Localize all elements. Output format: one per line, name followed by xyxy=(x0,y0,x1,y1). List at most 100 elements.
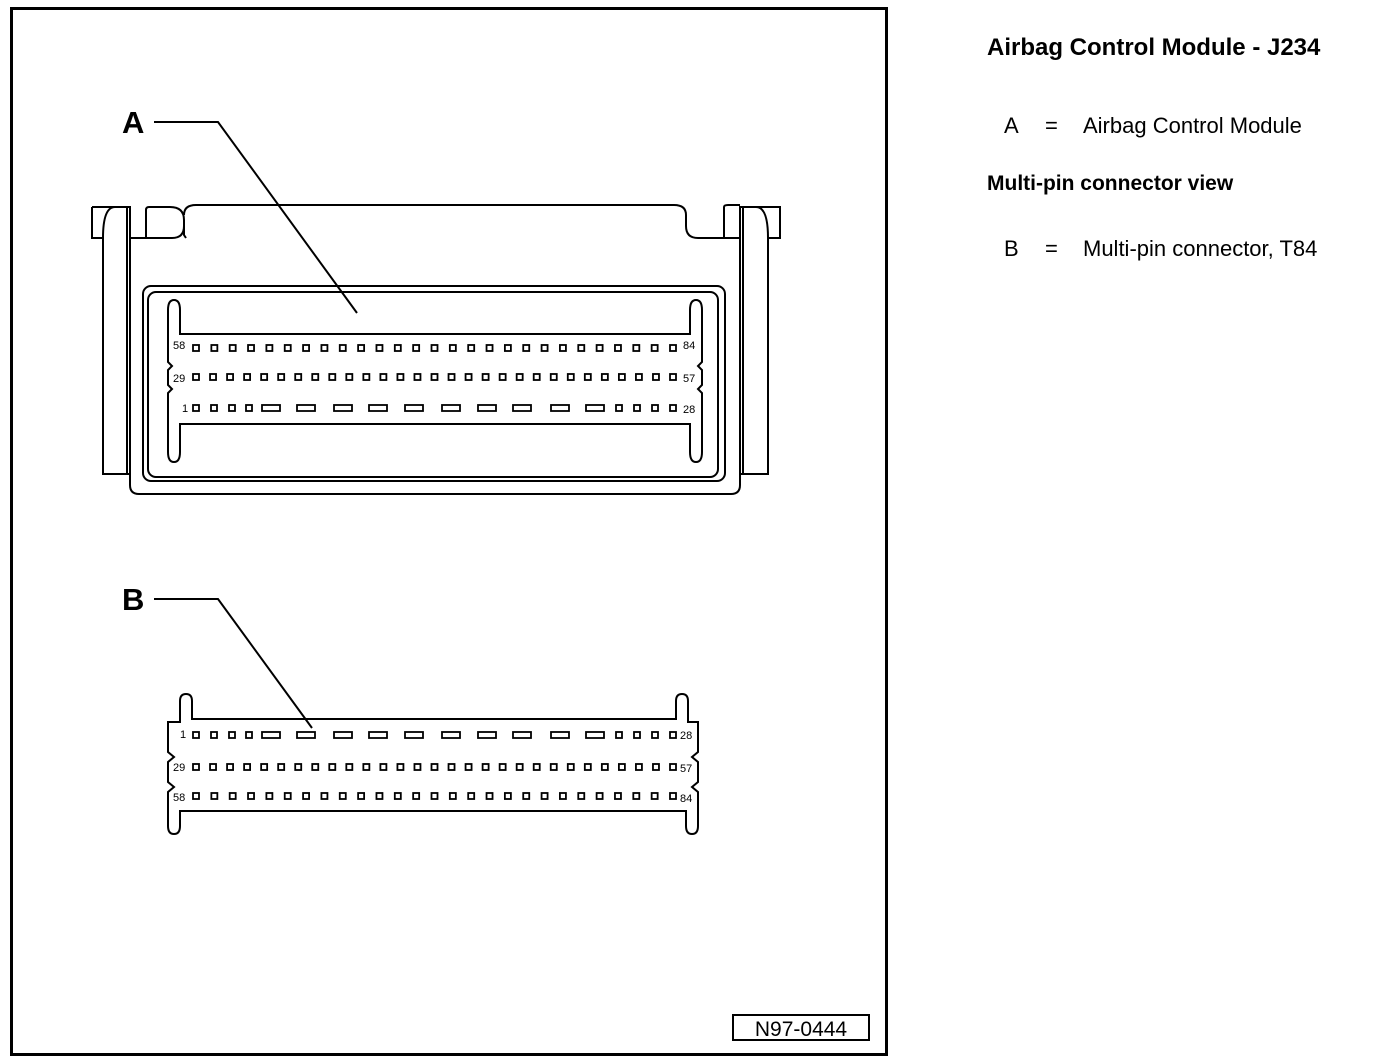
legend-key: A xyxy=(1004,113,1019,138)
pin xyxy=(393,792,402,800)
pin xyxy=(652,373,660,381)
pin xyxy=(669,792,677,800)
pin xyxy=(368,731,388,739)
pin xyxy=(532,373,541,381)
pin xyxy=(669,731,677,739)
pin-label: 1 xyxy=(182,403,188,415)
pin xyxy=(302,792,310,800)
pin xyxy=(632,792,641,800)
pin xyxy=(210,731,218,739)
pin xyxy=(448,344,457,352)
pin xyxy=(379,373,388,381)
pin xyxy=(635,763,643,771)
legend-key: B xyxy=(1004,236,1019,261)
pin xyxy=(503,792,512,800)
pin xyxy=(226,763,234,771)
pin xyxy=(379,763,388,771)
pin xyxy=(210,404,218,412)
pin xyxy=(192,763,200,771)
pin xyxy=(498,763,507,771)
pin xyxy=(635,373,643,381)
pin xyxy=(311,373,320,381)
pin xyxy=(481,373,490,381)
pin xyxy=(583,763,592,771)
pin xyxy=(540,792,549,800)
pin xyxy=(209,763,217,771)
pin xyxy=(447,373,456,381)
legend-title: Airbag Control Module - J234 xyxy=(987,34,1321,61)
pin xyxy=(566,763,575,771)
pin-label: 28 xyxy=(680,730,692,742)
pin-label: 84 xyxy=(683,340,695,352)
pin-label: 84 xyxy=(680,793,692,805)
pin xyxy=(617,373,626,381)
pin xyxy=(393,344,402,352)
pin xyxy=(652,763,660,771)
pin xyxy=(333,404,353,412)
pin xyxy=(192,792,200,800)
pin xyxy=(600,763,609,771)
pin xyxy=(192,731,200,739)
legend-description: Multi-pin connector, T84 xyxy=(1083,236,1318,261)
pin xyxy=(559,344,567,352)
legend-subtitle: Multi-pin connector view xyxy=(987,172,1234,195)
pin xyxy=(345,373,354,381)
callout-b-label: B xyxy=(122,582,145,617)
pin xyxy=(595,792,604,800)
pin xyxy=(522,792,531,800)
pin xyxy=(375,792,384,800)
pin xyxy=(261,404,281,412)
pin-label: 58 xyxy=(173,792,185,804)
pin xyxy=(412,792,421,800)
pin xyxy=(412,344,421,352)
pin xyxy=(651,404,659,412)
pin xyxy=(247,344,255,352)
pin xyxy=(477,404,497,412)
pin xyxy=(260,373,269,381)
pin xyxy=(228,731,236,739)
legend-equals: = xyxy=(1045,236,1058,261)
leader-line-b xyxy=(154,598,313,729)
pin xyxy=(549,763,558,771)
pin xyxy=(430,344,439,352)
pin xyxy=(345,763,354,771)
module-housing xyxy=(91,204,781,495)
pin xyxy=(228,792,237,800)
pin xyxy=(615,404,623,412)
pin xyxy=(338,344,347,352)
pin xyxy=(503,344,512,352)
pin xyxy=(243,763,252,771)
pin xyxy=(464,763,473,771)
pin xyxy=(260,763,269,771)
pin xyxy=(614,792,622,800)
pin xyxy=(583,373,592,381)
pin xyxy=(192,404,200,412)
pin xyxy=(651,731,659,739)
pin xyxy=(265,344,274,352)
pin xyxy=(404,731,424,739)
pin-label: 57 xyxy=(680,763,692,775)
connector-pin-array xyxy=(192,731,677,800)
pin xyxy=(441,731,461,739)
legend-equals: = xyxy=(1045,113,1058,138)
callout-a-label: A xyxy=(122,105,145,140)
pin xyxy=(615,731,623,739)
pin xyxy=(413,763,422,771)
pin-label: 58 xyxy=(173,340,185,352)
pin xyxy=(467,344,476,352)
pin xyxy=(328,373,337,381)
pin xyxy=(522,344,531,352)
pin xyxy=(481,763,490,771)
pin xyxy=(632,344,641,352)
pin xyxy=(277,763,286,771)
pin xyxy=(650,792,659,800)
pin xyxy=(441,404,461,412)
pin xyxy=(265,792,274,800)
diagram-frame xyxy=(10,7,888,1056)
pin xyxy=(368,404,388,412)
pin-label: 29 xyxy=(173,373,185,385)
pin xyxy=(294,373,303,381)
pin xyxy=(430,763,439,771)
pin xyxy=(595,344,604,352)
